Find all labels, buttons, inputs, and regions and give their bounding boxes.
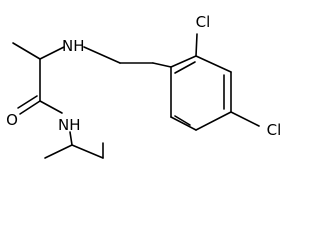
ring-bond-4 bbox=[195, 111, 232, 131]
bond-ring-cl-top bbox=[195, 33, 198, 57]
chlorine-top-label: Cl bbox=[196, 13, 211, 31]
amide-h-symbol: H bbox=[69, 116, 80, 134]
ring-double-1 bbox=[174, 61, 196, 74]
amine-h-symbol: H bbox=[73, 37, 84, 55]
bond-methyl-alpha bbox=[12, 42, 41, 60]
bond-carbonyl-o-1 bbox=[19, 100, 41, 115]
ring-bond-2 bbox=[195, 55, 232, 73]
amine-n-label: NH bbox=[62, 37, 85, 55]
carbonyl-oxygen-label: O bbox=[6, 111, 18, 129]
amide-n-symbol: N bbox=[58, 116, 69, 134]
bond-amide-n-ch bbox=[69, 131, 73, 146]
ring-bond-1 bbox=[170, 55, 197, 68]
chlorine-right-label: Cl bbox=[267, 121, 282, 139]
bond-ch2-ring bbox=[152, 62, 172, 68]
bond-ring-cl-right bbox=[230, 111, 260, 127]
bond-nh-ch2 bbox=[83, 46, 121, 64]
chemical-structure: NH Cl Cl O NH bbox=[6, 13, 282, 159]
ring-bond-5 bbox=[170, 116, 197, 131]
ring-double-3 bbox=[174, 115, 191, 126]
bond-lines bbox=[12, 33, 260, 159]
bond-carbonyl-o-2 bbox=[17, 95, 38, 109]
bond-alpha-nh bbox=[39, 46, 65, 60]
bond-ch-methyl bbox=[44, 144, 73, 159]
amide-n-label: NH bbox=[58, 116, 81, 134]
bond-carbonyl-amide-n bbox=[39, 100, 63, 114]
bond-ch-ch2 bbox=[71, 144, 104, 159]
amine-n-symbol: N bbox=[62, 37, 73, 55]
